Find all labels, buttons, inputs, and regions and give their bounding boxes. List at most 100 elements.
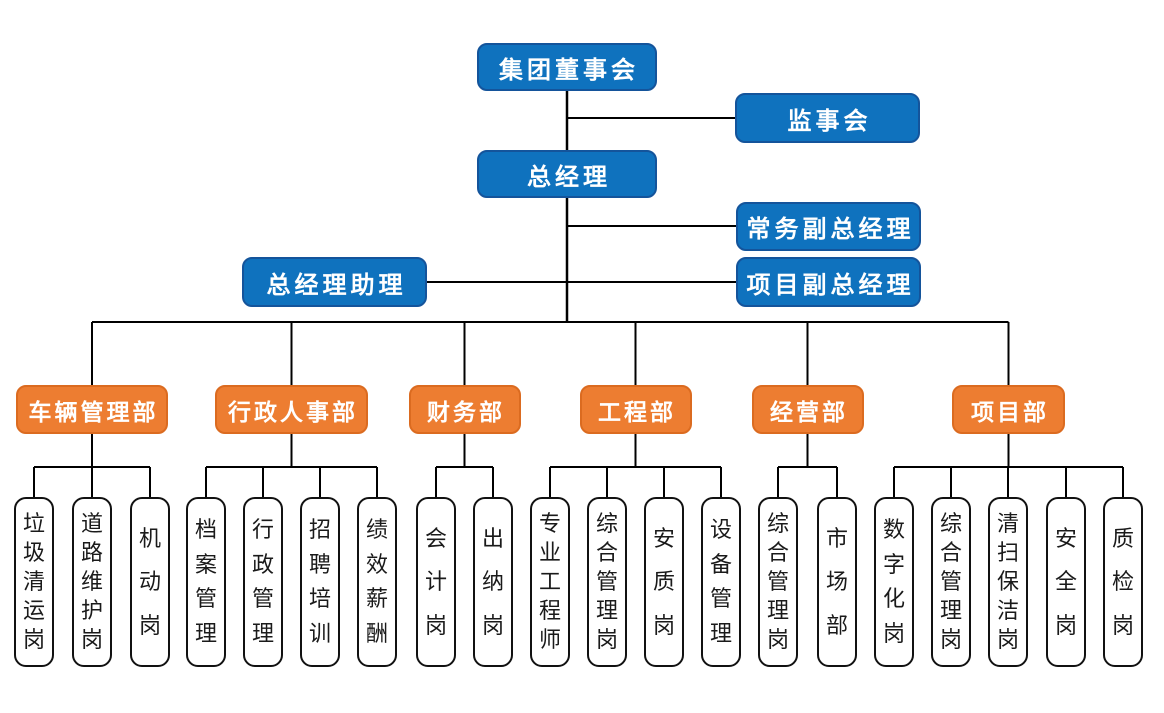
position-label-char: 案	[194, 551, 217, 577]
position-label-char: 程	[538, 598, 561, 623]
position-label-char: 清	[996, 511, 1019, 536]
position-label-char: 字	[882, 551, 905, 577]
position-label-char: 管	[766, 569, 789, 594]
position-label-char: 岗	[1111, 612, 1134, 638]
position-label-char: 综	[939, 511, 962, 536]
position-label-char: 道	[80, 511, 103, 536]
position-label-char: 训	[308, 621, 331, 647]
position-label-char: 培	[308, 586, 331, 612]
position-label-char: 出	[481, 525, 504, 551]
position-label-char: 洁	[996, 598, 1019, 623]
position-label-char: 化	[882, 586, 905, 612]
department-node-2: 行政人事部	[215, 385, 368, 434]
position-label-char: 保	[996, 569, 1019, 594]
position-label-char: 岗	[882, 621, 905, 647]
position-label-char: 专	[538, 511, 561, 536]
position-label-char: 理	[766, 598, 789, 623]
position-label-char: 管	[251, 586, 274, 612]
position-node: 安质岗	[644, 497, 684, 667]
position-label-char: 安	[652, 525, 675, 551]
node-supervisory-board: 监事会	[735, 93, 920, 143]
position-node: 综合管理岗	[587, 497, 627, 667]
position-node: 市场部	[817, 497, 857, 667]
position-node: 设备管理	[701, 497, 741, 667]
position-label-char: 岗	[424, 612, 447, 638]
position-label-char: 岗	[1054, 612, 1077, 638]
position-label-char: 工	[538, 569, 561, 594]
node-general-manager: 总经理	[477, 150, 657, 198]
position-label-char: 清	[22, 569, 45, 594]
position-label-char: 市	[825, 525, 848, 551]
position-label-char: 岗	[481, 612, 504, 638]
position-label-char: 合	[595, 540, 618, 565]
position-label-char: 数	[882, 516, 905, 542]
position-label-char: 圾	[22, 540, 45, 565]
position-node: 档案管理	[186, 497, 226, 667]
position-label-char: 师	[538, 627, 561, 652]
position-label-char: 招	[308, 516, 331, 542]
position-node: 综合管理岗	[758, 497, 798, 667]
position-label-char: 岗	[996, 627, 1019, 652]
position-label-char: 动	[138, 569, 161, 594]
position-label-char: 备	[709, 551, 732, 577]
position-node: 垃圾清运岗	[14, 497, 54, 667]
position-label-char: 综	[595, 511, 618, 536]
position-node: 质检岗	[1103, 497, 1143, 667]
position-label-char: 设	[709, 516, 732, 542]
position-label-char: 垃	[22, 511, 45, 536]
position-label-char: 理	[939, 598, 962, 623]
position-label-char: 管	[194, 586, 217, 612]
position-label-char: 岗	[939, 627, 962, 652]
department-node-4: 工程部	[579, 385, 692, 434]
position-label-char: 岗	[80, 627, 103, 652]
position-label-char: 检	[1111, 569, 1134, 594]
department-node-1: 车辆管理部	[16, 385, 168, 434]
position-node: 清扫保洁岗	[988, 497, 1028, 667]
position-label-char: 行	[251, 516, 274, 542]
position-label-char: 绩	[365, 516, 388, 542]
position-node: 安全岗	[1046, 497, 1086, 667]
position-label-char: 业	[538, 540, 561, 565]
position-node: 出纳岗	[473, 497, 513, 667]
position-node: 绩效薪酬	[357, 497, 397, 667]
position-node: 道路维护岗	[72, 497, 112, 667]
position-label-char: 扫	[996, 540, 1019, 565]
position-node: 专业工程师	[530, 497, 570, 667]
position-label-char: 政	[251, 551, 274, 577]
position-label-char: 岗	[22, 627, 45, 652]
position-label-char: 管	[595, 569, 618, 594]
position-label-char: 路	[80, 540, 103, 565]
position-label-char: 岗	[595, 627, 618, 652]
node-project-deputy-gm: 项目副总经理	[736, 257, 921, 307]
position-label-char: 质	[1111, 525, 1134, 551]
position-label-char: 理	[194, 621, 217, 647]
position-label-char: 岗	[138, 612, 161, 638]
position-label-char: 机	[138, 525, 161, 551]
position-node: 综合管理岗	[931, 497, 971, 667]
position-label-char: 聘	[308, 551, 331, 577]
position-label-char: 维	[80, 569, 103, 594]
position-label-char: 合	[766, 540, 789, 565]
node-group-board: 集团董事会	[477, 43, 657, 91]
position-label-char: 综	[766, 511, 789, 536]
position-node: 招聘培训	[300, 497, 340, 667]
department-node-3: 财务部	[408, 385, 521, 434]
position-label-char: 计	[424, 569, 447, 594]
position-label-char: 薪	[365, 586, 388, 612]
position-label-char: 岗	[652, 612, 675, 638]
position-label-char: 合	[939, 540, 962, 565]
position-node: 机动岗	[130, 497, 170, 667]
department-node-5: 经营部	[751, 385, 864, 434]
position-node: 数字化岗	[874, 497, 914, 667]
position-label-char: 理	[251, 621, 274, 647]
position-node: 会计岗	[416, 497, 456, 667]
position-label-char: 安	[1054, 525, 1077, 551]
position-label-char: 场	[825, 569, 848, 594]
position-label-char: 护	[80, 598, 103, 623]
department-node-6: 项目部	[952, 385, 1065, 434]
position-label-char: 管	[709, 586, 732, 612]
position-label-char: 理	[709, 621, 732, 647]
position-label-char: 纳	[481, 569, 504, 594]
